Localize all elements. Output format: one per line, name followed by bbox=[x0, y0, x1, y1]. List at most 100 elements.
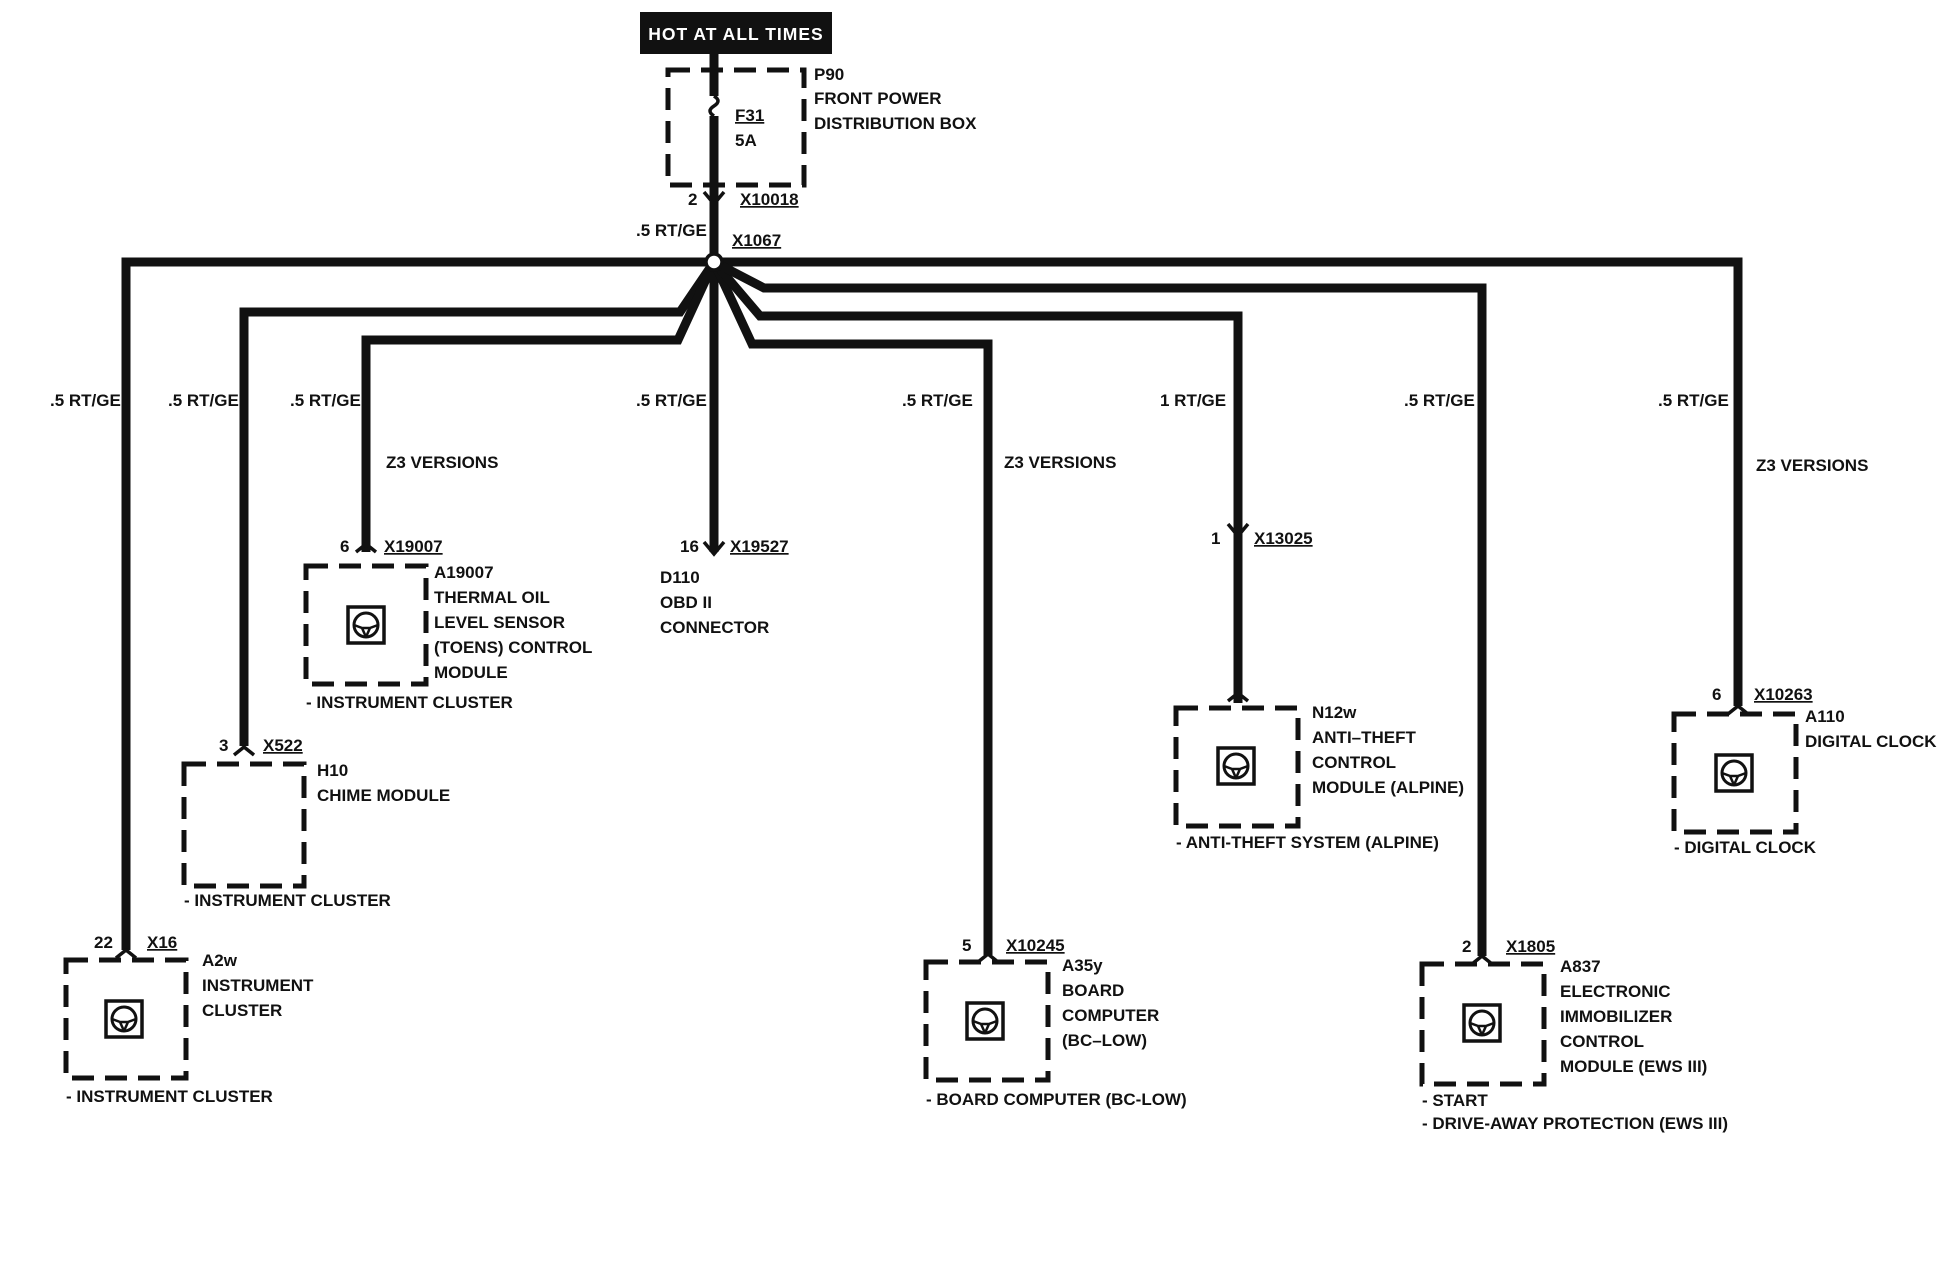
desc-toens-4: MODULE bbox=[434, 663, 508, 682]
pin-anti-theft: 1 bbox=[1211, 529, 1220, 548]
connector-arrow-icon bbox=[1226, 522, 1250, 539]
wire-label-clock: .5 RT/GE bbox=[1658, 391, 1729, 410]
fuse-connector: X10018 bbox=[740, 190, 799, 209]
pin-clock: 6 bbox=[1712, 685, 1721, 704]
wire-label-toens: .5 RT/GE bbox=[290, 391, 361, 410]
desc-toens-3: (TOENS) CONTROL bbox=[434, 638, 592, 657]
desc-anti-theft-3: MODULE (ALPINE) bbox=[1312, 778, 1464, 797]
wire-label-anti-theft: 1 RT/GE bbox=[1160, 391, 1226, 410]
fuse-box-ref: P90 bbox=[814, 65, 844, 84]
fuse-id: F31 bbox=[735, 106, 764, 125]
ref-cluster-a2w: A2w bbox=[202, 951, 238, 970]
desc-ews-1: ELECTRONIC bbox=[1560, 982, 1671, 1001]
system-ews-2: - DRIVE-AWAY PROTECTION (EWS III) bbox=[1422, 1114, 1728, 1133]
pin-cluster-a2w: 22 bbox=[94, 933, 113, 952]
steering-wheel-icon bbox=[104, 999, 144, 1039]
system-board-computer: - BOARD COMPUTER (BC-LOW) bbox=[926, 1090, 1187, 1109]
connector-arrow-icon bbox=[354, 541, 378, 554]
wire-toens bbox=[361, 260, 719, 552]
connector-chime: X522 bbox=[263, 736, 303, 755]
fuse-box-name-2: DISTRIBUTION BOX bbox=[814, 114, 977, 133]
note-toens: Z3 VERSIONS bbox=[386, 453, 498, 472]
desc-ews-2: IMMOBILIZER bbox=[1560, 1007, 1672, 1026]
steering-wheel-icon bbox=[346, 605, 386, 645]
desc-anti-theft-2: CONTROL bbox=[1312, 753, 1396, 772]
system-chime: - INSTRUMENT CLUSTER bbox=[184, 891, 391, 910]
connector-obd: X19527 bbox=[730, 537, 789, 556]
module-box-board-computer bbox=[923, 959, 1051, 1083]
connector-cluster-a2w: X16 bbox=[147, 933, 177, 952]
desc-cluster-a2w-2: CLUSTER bbox=[202, 1001, 282, 1020]
desc-ews-4: MODULE (EWS III) bbox=[1560, 1057, 1707, 1076]
wire-label-board-computer: .5 RT/GE bbox=[902, 391, 973, 410]
ref-clock: A110 bbox=[1805, 707, 1845, 726]
desc-obd-1: OBD II bbox=[660, 593, 712, 612]
system-toens: - INSTRUMENT CLUSTER bbox=[306, 693, 513, 712]
pin-ews: 2 bbox=[1462, 937, 1471, 956]
desc-toens-2: LEVEL SENSOR bbox=[434, 613, 565, 632]
wire-ews bbox=[711, 258, 1487, 956]
connector-clock: X10263 bbox=[1754, 685, 1813, 704]
desc-clock-1: DIGITAL CLOCK bbox=[1805, 732, 1937, 751]
ref-obd: D110 bbox=[660, 568, 700, 587]
steering-wheel-icon bbox=[1462, 1003, 1502, 1043]
connector-ews: X1805 bbox=[1506, 937, 1555, 956]
module-box-ews bbox=[1419, 961, 1547, 1087]
splice-connector: X1067 bbox=[732, 231, 781, 250]
pin-chime: 3 bbox=[219, 736, 228, 755]
note-clock: Z3 VERSIONS bbox=[1756, 456, 1868, 475]
desc-anti-theft-1: ANTI–THEFT bbox=[1312, 728, 1417, 747]
fuse-box-name-1: FRONT POWER bbox=[814, 89, 942, 108]
wire-label-obd: .5 RT/GE bbox=[636, 391, 707, 410]
fuse-pin: 2 bbox=[688, 190, 697, 209]
desc-ews-3: CONTROL bbox=[1560, 1032, 1644, 1051]
desc-cluster-a2w-1: INSTRUMENT bbox=[202, 976, 314, 995]
connector-arrow-icon bbox=[1226, 690, 1250, 703]
module-box-toens bbox=[303, 563, 429, 687]
hot-at-all-times-label: HOT AT ALL TIMES bbox=[648, 24, 823, 44]
fuse-rating: 5A bbox=[735, 131, 757, 150]
splice-dot-icon bbox=[704, 252, 724, 272]
connector-arrow-icon bbox=[114, 947, 138, 960]
steering-wheel-icon bbox=[965, 1001, 1005, 1041]
connector-arrow-icon bbox=[1726, 703, 1750, 716]
steering-wheel-icon bbox=[1216, 746, 1256, 786]
connector-board-computer: X10245 bbox=[1006, 936, 1065, 955]
fuse-box-p90 bbox=[665, 67, 807, 188]
connector-arrow-icon bbox=[702, 190, 726, 207]
ref-chime: H10 bbox=[317, 761, 348, 780]
module-box-chime bbox=[181, 761, 307, 889]
note-board-computer: Z3 VERSIONS bbox=[1004, 453, 1116, 472]
splice-wire-label: .5 RT/GE bbox=[636, 221, 707, 240]
wire-label-cluster-a2w: .5 RT/GE bbox=[50, 391, 121, 410]
wire-board-computer bbox=[709, 260, 993, 955]
wire-anti-theft bbox=[710, 259, 1243, 703]
pin-toens: 6 bbox=[340, 537, 349, 556]
desc-board-computer-2: COMPUTER bbox=[1062, 1006, 1159, 1025]
pin-obd: 16 bbox=[680, 537, 699, 556]
desc-board-computer-3: (BC–LOW) bbox=[1062, 1031, 1147, 1050]
wire-cluster-a2w bbox=[121, 257, 714, 950]
desc-chime-1: CHIME MODULE bbox=[317, 786, 450, 805]
system-clock: - DIGITAL CLOCK bbox=[1674, 838, 1817, 857]
ref-board-computer: A35y bbox=[1062, 956, 1103, 975]
pin-board-computer: 5 bbox=[962, 936, 971, 955]
steering-wheel-icon bbox=[1714, 753, 1754, 793]
fuse-icon bbox=[708, 70, 720, 185]
connector-arrow-icon bbox=[1470, 953, 1494, 966]
wire-label-ews: .5 RT/GE bbox=[1404, 391, 1475, 410]
module-box-clock bbox=[1671, 711, 1799, 835]
connector-arrow-icon bbox=[976, 951, 1000, 964]
module-box-anti-theft bbox=[1173, 705, 1301, 829]
system-ews-1: - START bbox=[1422, 1091, 1488, 1110]
desc-toens-1: THERMAL OIL bbox=[434, 588, 550, 607]
connector-anti-theft: X13025 bbox=[1254, 529, 1313, 548]
hot-at-all-times-banner bbox=[640, 12, 832, 54]
wire-chime bbox=[239, 259, 718, 746]
ref-anti-theft: N12w bbox=[1312, 703, 1357, 722]
desc-obd-2: CONNECTOR bbox=[660, 618, 769, 637]
desc-board-computer-1: BOARD bbox=[1062, 981, 1124, 1000]
wire-label-chime: .5 RT/GE bbox=[168, 391, 239, 410]
ref-toens: A19007 bbox=[434, 563, 494, 582]
